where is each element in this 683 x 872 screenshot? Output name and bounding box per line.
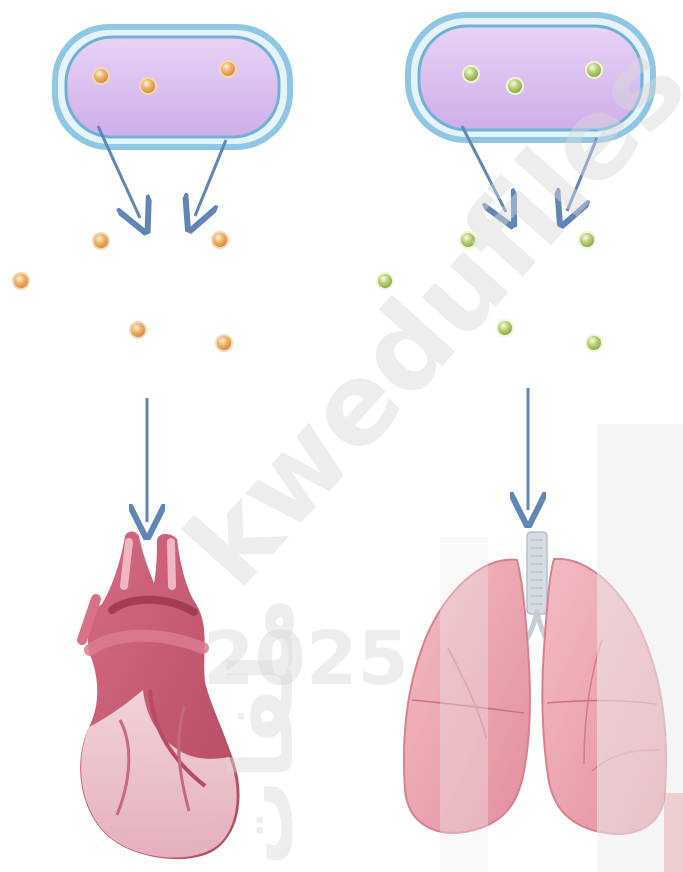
left-cell: [55, 27, 290, 147]
watermark-red-accent: [664, 793, 683, 872]
watermark-bar-left: [440, 537, 488, 872]
left-released-particles: [13, 232, 232, 351]
watermark-fragment: ملفات: [213, 597, 313, 866]
